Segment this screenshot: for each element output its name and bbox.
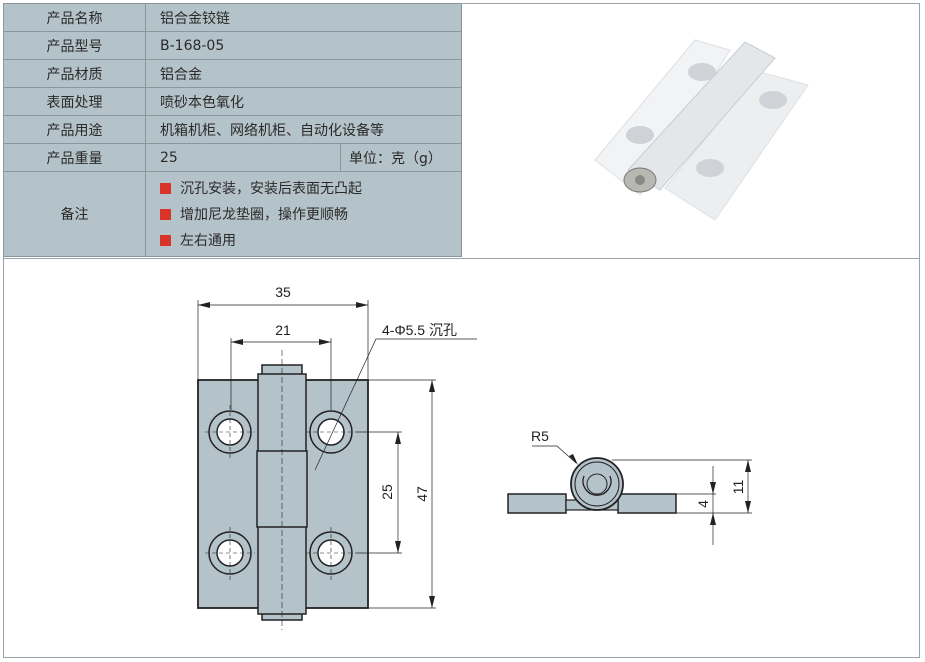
row-value: 25 — [145, 143, 341, 172]
front-view — [197, 300, 477, 630]
row-label: 表面处理 — [3, 87, 146, 116]
note-text: 左右通用 — [180, 233, 236, 249]
dim-radius: R5 — [531, 428, 549, 444]
bullet-square-icon — [160, 234, 171, 246]
note-item: 左右通用 — [160, 227, 461, 253]
dim-width: 35 — [275, 284, 291, 300]
product-photo — [594, 39, 809, 220]
note-text: 增加尼龙垫圈，操作更顺畅 — [180, 207, 348, 223]
bullet-square-icon — [160, 182, 171, 194]
dim-total-height: 11 — [730, 480, 746, 495]
notes-label: 备注 — [3, 171, 146, 257]
notes-list: 沉孔安装，安装后表面无凸起 增加尼龙垫圈，操作更顺畅 左右通用 — [145, 171, 462, 257]
row-value: B-168-05 — [145, 31, 462, 60]
table-row: 产品材质铝合金 — [3, 59, 462, 88]
row-label: 产品用途 — [3, 115, 146, 144]
weight-unit: 单位：克（g） — [340, 143, 462, 172]
hole-spec-callout: 4-Φ5.5 沉孔 — [382, 322, 457, 338]
table-row-notes: 备注 沉孔安装，安装后表面无凸起 增加尼龙垫圈，操作更顺畅 左右通用 — [3, 171, 462, 257]
section-divider — [3, 258, 920, 259]
note-item: 增加尼龙垫圈，操作更顺畅 — [160, 201, 461, 227]
row-value: 铝合金 — [145, 59, 462, 88]
table-row: 产品名称铝合金铰链 — [3, 3, 462, 32]
note-text: 沉孔安装，安装后表面无凸起 — [180, 181, 362, 197]
dim-plate-thickness: 4 — [695, 500, 711, 508]
bullet-square-icon — [160, 208, 171, 220]
table-row: 产品用途机箱机柜、网络机柜、自动化设备等 — [3, 115, 462, 144]
row-value: 铝合金铰链 — [145, 3, 462, 32]
side-view — [507, 445, 752, 545]
dim-hole-spacing-x: 21 — [275, 322, 291, 338]
dim-hole-spacing-y: 25 — [379, 484, 395, 500]
note-item: 沉孔安装，安装后表面无凸起 — [160, 175, 461, 201]
dim-height: 47 — [414, 486, 430, 502]
